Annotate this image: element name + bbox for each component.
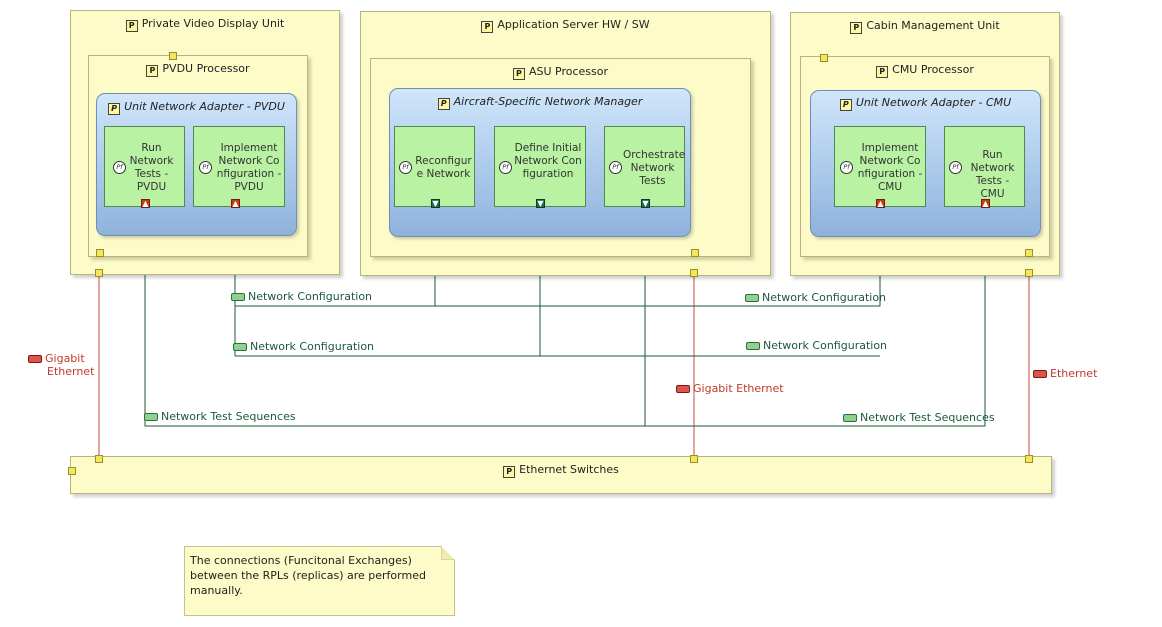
exchange-label-network-configuration[interactable]: Network Configuration <box>746 339 887 352</box>
function-port-in[interactable]: ▼ <box>536 199 545 208</box>
physical-port[interactable] <box>690 455 698 463</box>
exchange-label-network-configuration[interactable]: Network Configuration <box>231 290 372 303</box>
exchange-icon <box>231 293 245 301</box>
note-corner-fold <box>441 546 455 560</box>
physical-port[interactable] <box>691 249 699 257</box>
physical-port[interactable] <box>68 467 76 475</box>
function-reconfigure-network[interactable]: Pf Reconfigure Network <box>394 126 475 207</box>
function-run-network-tests-cmu[interactable]: Pf Run Network Tests - CMU <box>944 126 1025 207</box>
physical-port[interactable] <box>95 269 103 277</box>
part-icon: P <box>437 98 450 110</box>
part-icon: P <box>125 20 138 32</box>
exchange-test-sequences <box>144 204 986 427</box>
exchange-label-network-configuration[interactable]: Network Configuration <box>745 291 886 304</box>
part-icon: P <box>839 99 852 111</box>
link-label-ethernet[interactable]: Ethernet <box>1033 367 1097 380</box>
physical-port[interactable] <box>1025 455 1033 463</box>
exchange-icon <box>233 343 247 351</box>
function-icon: Pf <box>609 161 622 174</box>
part-icon: P <box>481 21 494 33</box>
exchange-icon <box>746 342 760 350</box>
exchange-label-network-test-sequences[interactable]: Network Test Sequences <box>843 411 995 424</box>
part-icon: P <box>850 22 863 34</box>
part-icon: P <box>503 466 516 478</box>
exchange-icon <box>144 413 158 421</box>
part-icon: P <box>146 65 159 77</box>
link-label-gigabit-ethernet[interactable]: Gigabit Ethernet <box>676 382 784 395</box>
physical-port[interactable] <box>169 52 177 60</box>
function-icon: Pf <box>840 161 853 174</box>
link-label-gigabit-ethernet[interactable]: Gigabit Ethernet <box>28 352 94 378</box>
function-run-network-tests-pvdu[interactable]: Pf Run Network Tests - PVDU <box>104 126 185 207</box>
physical-port[interactable] <box>95 455 103 463</box>
exchange-label-network-configuration[interactable]: Network Configuration <box>233 340 374 353</box>
function-port-in[interactable]: ▼ <box>431 199 440 208</box>
function-port-out[interactable]: ▲ <box>231 199 240 208</box>
physical-port[interactable] <box>96 249 104 257</box>
link-icon <box>1033 370 1047 378</box>
function-icon: Pf <box>199 161 212 174</box>
physical-port[interactable] <box>690 269 698 277</box>
function-orchestrate-network-tests[interactable]: Pf Orchestrate Network Tests <box>604 126 685 207</box>
function-port-out[interactable]: ▲ <box>141 199 150 208</box>
physical-port[interactable] <box>1025 269 1033 277</box>
function-icon: Pf <box>949 161 962 174</box>
part-icon: P <box>512 68 525 80</box>
link-icon <box>676 385 690 393</box>
exchange-icon <box>745 294 759 302</box>
link-icon <box>28 355 42 363</box>
function-port-out[interactable]: ▲ <box>876 199 885 208</box>
function-port-out[interactable]: ▲ <box>981 199 990 208</box>
function-define-initial-network-config[interactable]: Pf Define Initial Network Configuration <box>494 126 586 207</box>
function-icon: Pf <box>113 161 126 174</box>
function-icon: Pf <box>499 161 512 174</box>
physical-port[interactable] <box>820 54 828 62</box>
part-icon: P <box>876 66 889 78</box>
physical-port[interactable] <box>1025 249 1033 257</box>
part-icon: P <box>108 103 121 115</box>
function-implement-network-config-cmu[interactable]: Pf Implement Network Configuration - CMU <box>834 126 926 207</box>
exchange-icon <box>843 414 857 422</box>
note[interactable]: The connections (Funcitonal Exchanges) b… <box>184 546 455 616</box>
function-port-in[interactable]: ▼ <box>641 199 650 208</box>
function-icon: Pf <box>399 161 412 174</box>
exchange-label-network-test-sequences[interactable]: Network Test Sequences <box>144 410 296 423</box>
function-implement-network-config-pvdu[interactable]: Pf Implement Network Configuration - PVD… <box>193 126 285 207</box>
